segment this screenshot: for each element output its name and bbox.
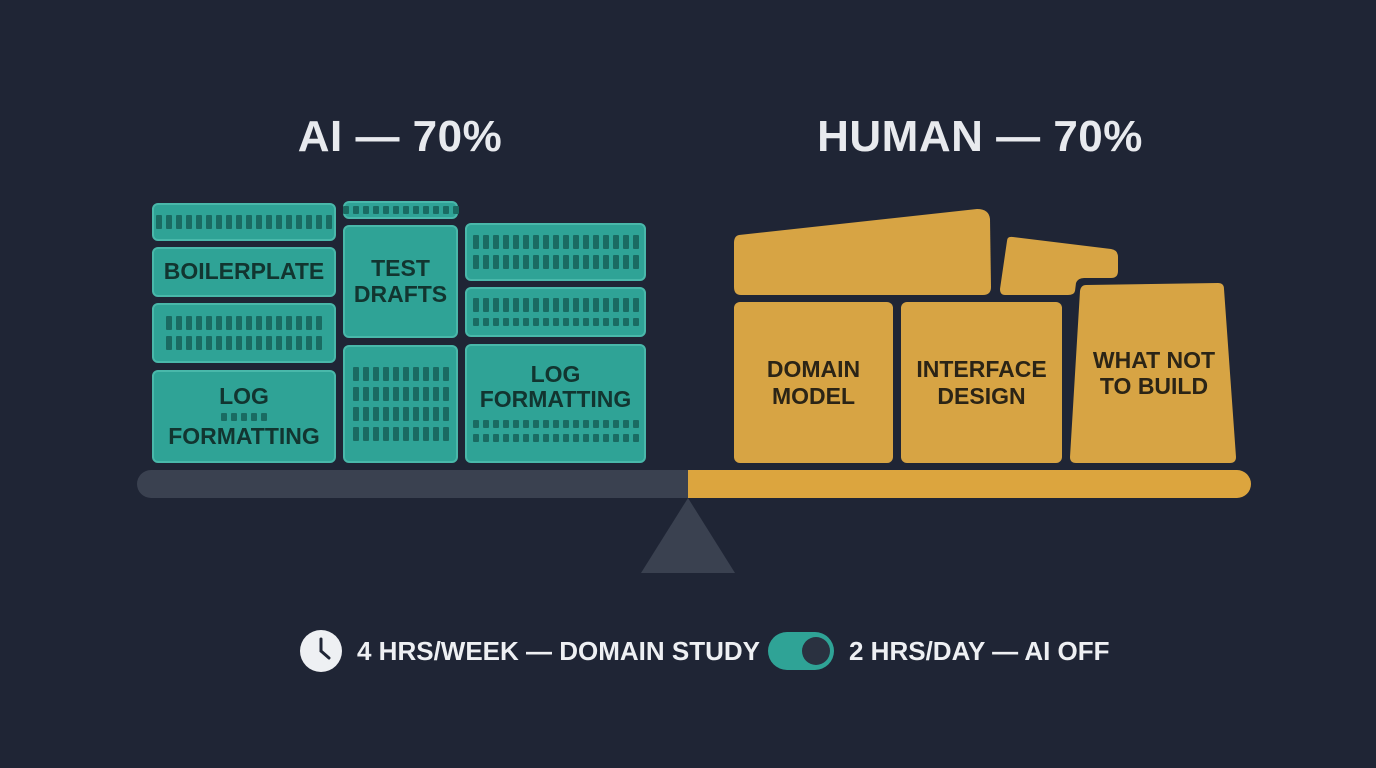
human-block-what-not-to-build-shape — [1070, 283, 1236, 463]
human-top-slabs — [734, 209, 1118, 295]
boilerplate-label: BOILERPLATE — [163, 258, 325, 285]
ai-block-filler-top-right — [465, 223, 646, 281]
log-formatting-left-label-2: FORMATTING — [168, 422, 320, 449]
clock-legend-text: 4 HRS/WEEK — DOMAIN STUDY — [357, 636, 761, 666]
test-drafts-label-1: TEST — [371, 255, 430, 282]
ai-block-filler-thin-top — [342, 201, 459, 219]
log-formatting-right-label-1: LOG — [530, 360, 581, 387]
log-formatting-left-label-1: LOG — [219, 383, 269, 410]
toggle-knob — [802, 637, 830, 665]
human-block-domain-model: DOMAIN MODEL — [734, 302, 893, 463]
ai-heading: AI — 70% — [297, 112, 503, 161]
ai-block-filler-middle-center — [343, 345, 458, 463]
human-block-interface-design: INTERFACE DESIGN — [901, 302, 1062, 463]
interface-design-label-2: DESIGN — [937, 382, 1026, 409]
domain-model-label-1: DOMAIN — [766, 356, 861, 383]
balance-beam-human-side — [688, 470, 1251, 498]
log-formatting-right-label-2: FORMATTING — [479, 386, 632, 412]
human-slab-large — [734, 209, 991, 295]
toggle-legend-text: 2 HRS/DAY — AI OFF — [849, 636, 1110, 666]
what-not-to-build-label-2: TO BUILD — [1099, 373, 1209, 399]
domain-model-label-2: MODEL — [771, 382, 856, 409]
ai-block-filler-top-left — [152, 203, 336, 241]
human-heading: HUMAN — 70% — [817, 112, 1143, 161]
ai-block-filler-middle-right — [465, 287, 646, 337]
balance-beam-ai-side — [137, 470, 693, 498]
test-drafts-label-2: DRAFTS — [353, 280, 448, 307]
interface-design-label-1: INTERFACE — [916, 356, 1047, 383]
ai-block-log-formatting-right: LOG FORMATTING — [465, 344, 646, 463]
what-not-to-build-label-1: WHAT NOT — [1092, 346, 1216, 373]
human-block-what-not-to-build: WHAT NOT TO BUILD — [1068, 281, 1240, 465]
ai-off-toggle[interactable] — [768, 632, 834, 670]
ai-block-log-formatting-left: LOG FORMATTING — [152, 370, 336, 463]
clock-icon — [300, 630, 342, 672]
ai-block-boilerplate: BOILERPLATE — [152, 247, 336, 297]
fulcrum-triangle — [641, 498, 735, 573]
human-slab-small — [1000, 236, 1118, 295]
ai-block-filler-middle-left — [152, 303, 336, 363]
ai-block-test-drafts: TEST DRAFTS — [343, 225, 458, 338]
